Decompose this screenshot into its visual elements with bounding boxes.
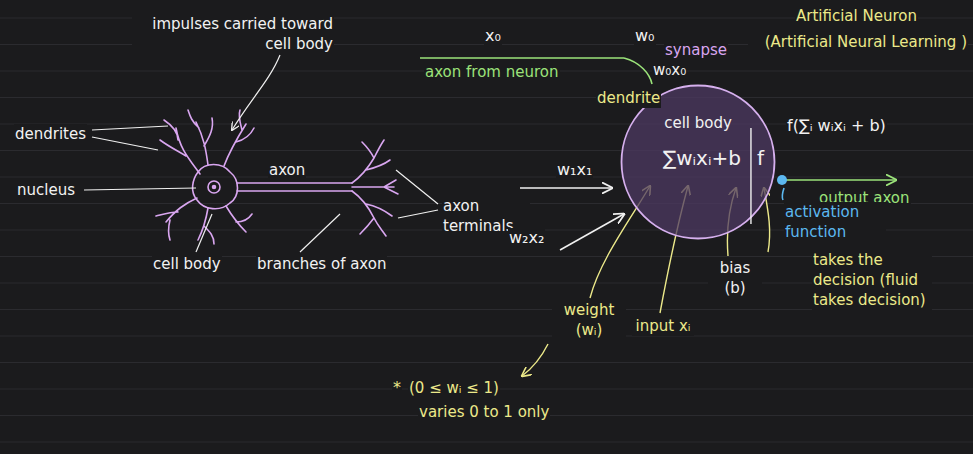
divider-line	[750, 128, 751, 224]
ruled-line	[0, 442, 973, 443]
note: takes the decision (fluid takes decision…	[812, 250, 932, 310]
note-mark: *	[392, 378, 402, 398]
part-label: synapse	[664, 40, 728, 60]
neuron-illustration	[156, 110, 398, 244]
weighted-input: w₂x₂	[508, 228, 545, 248]
part-label: axon from neuron	[424, 62, 560, 82]
output-formula: f(∑ᵢ wᵢxᵢ + b)	[786, 116, 887, 136]
signal-arrows	[420, 58, 896, 250]
input-symbol: x₀	[484, 26, 502, 46]
node-formula: ∑wᵢxᵢ+b	[663, 146, 741, 170]
note: varies 0 to 1 only	[418, 402, 550, 422]
part-label: axon	[268, 160, 306, 180]
part-label: input xᵢ	[632, 316, 694, 336]
ruled-line	[0, 177, 973, 178]
ruled-line	[0, 150, 973, 151]
ruled-line	[0, 97, 973, 98]
ruled-line	[0, 336, 973, 337]
part-label: branches of axon	[256, 254, 387, 274]
part-label: dendrite	[596, 88, 661, 108]
part-label: cell body	[152, 254, 222, 274]
node-label: cell body	[664, 114, 732, 132]
ruled-line	[0, 362, 973, 363]
note: (0 ≤ wᵢ ≤ 1)	[408, 378, 500, 398]
part-label: activation function	[784, 202, 886, 242]
title-note: Artificial Neuron	[795, 6, 918, 26]
title-note: (Artificial Neural Learning )	[748, 32, 968, 52]
neuron-body	[622, 86, 775, 239]
part-label: impulses carried toward cell body	[132, 14, 334, 54]
part-label: bias (b)	[708, 258, 762, 298]
weight-symbol: w₀	[634, 26, 656, 46]
weighted-input: w₁x₁	[556, 160, 593, 180]
part-label: nucleus	[16, 180, 76, 200]
part-label: weight (wᵢ)	[552, 300, 626, 340]
activation-symbol: f	[757, 146, 764, 170]
weighted-input: w₀x₀	[652, 60, 687, 80]
part-label: dendrites	[14, 124, 87, 144]
ruled-lines	[0, 18, 973, 442]
leader-lines	[84, 55, 438, 252]
